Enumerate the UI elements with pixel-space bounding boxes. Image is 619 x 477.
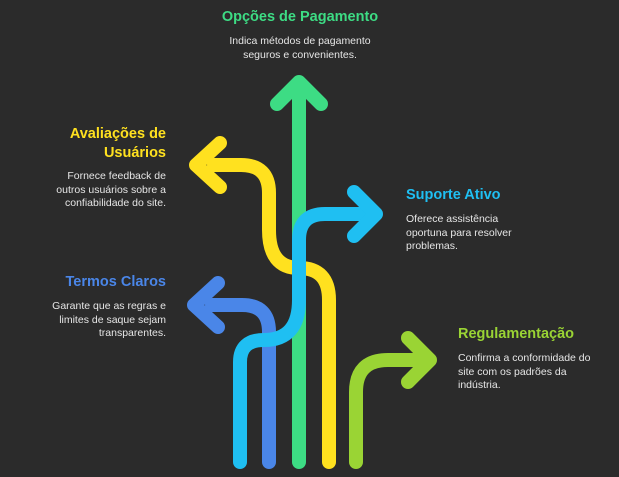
arrow-suporte-head (347, 185, 383, 243)
arrow-avaliacoes-head (189, 136, 227, 194)
arrow-avaliacoes (207, 158, 336, 469)
suporte-title: Suporte Ativo (406, 187, 501, 203)
arrow-termos-claros (205, 298, 276, 469)
arrow-pagamento-head (270, 75, 328, 111)
regulamentacao-title: Regulamentação (458, 326, 575, 342)
pagamento-description: Indica métodos de pagamento seguros e co… (229, 35, 371, 61)
arrow-regulamentacao-head (401, 331, 437, 389)
avaliacoes-description: Fornece feedback de outros usuários sobr… (56, 170, 166, 209)
arrow-suporte (233, 207, 367, 469)
pagamento-title: Opções de Pagamento (221, 9, 379, 25)
arrow-regulamentacao (349, 353, 421, 469)
suporte-description: Oferece assistência oportuna para resolv… (406, 213, 512, 252)
regulamentacao-description: Confirma a conformidade do site com os p… (458, 352, 591, 391)
avaliacoes-title: Avaliações de Usuários (69, 126, 166, 161)
termos-title: Termos Claros (65, 274, 166, 290)
termos-description: Garante que as regras e limites de saque… (52, 300, 166, 339)
arrow-termos-claros-head (187, 276, 225, 334)
